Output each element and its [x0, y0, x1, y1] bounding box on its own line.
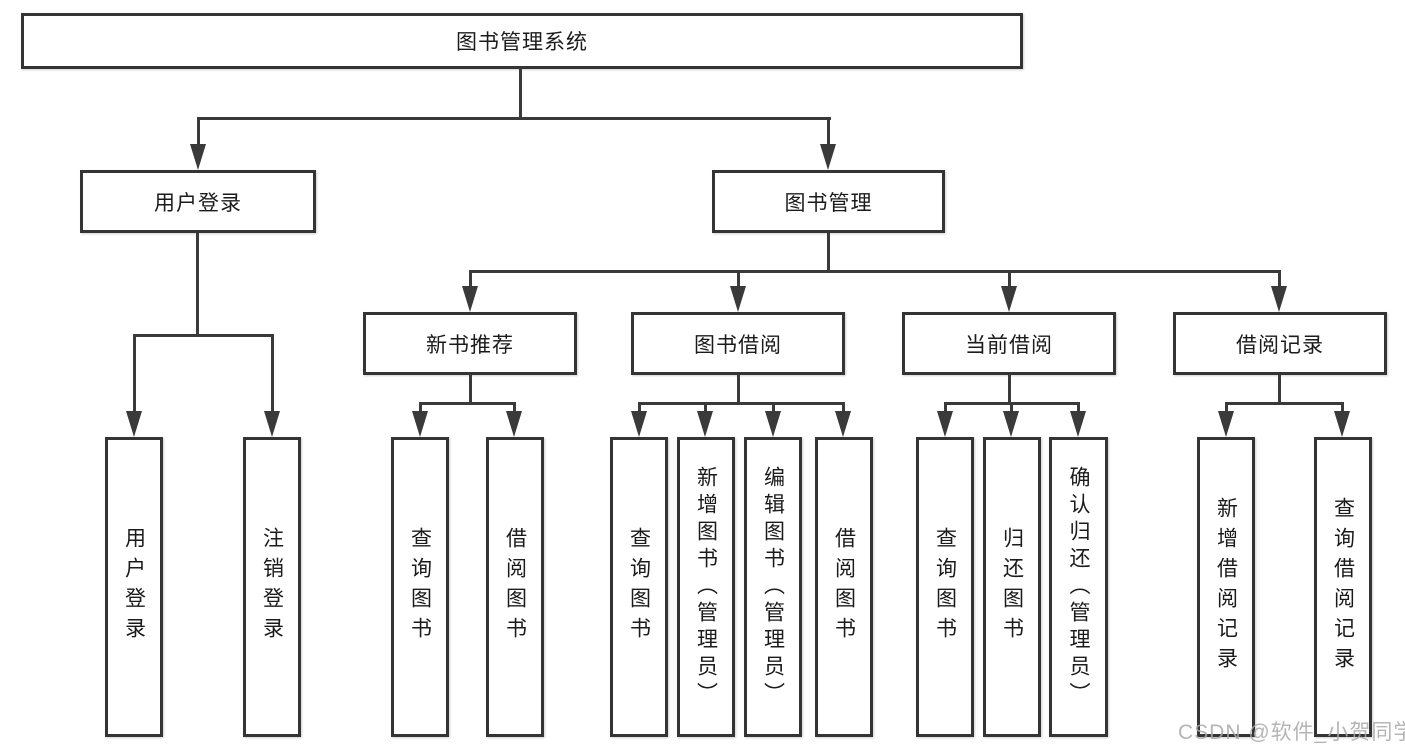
connector-leaf-stem — [944, 402, 947, 412]
connector-book-mgmt-stem — [827, 117, 830, 145]
leaf-br-add-record: 新增借阅记录 — [1197, 437, 1255, 737]
node-borrow-records-label: 借阅记录 — [1236, 333, 1324, 357]
node-user-login-label: 用户登录 — [154, 191, 242, 215]
leaf-nbr-query-books-label: 查询图书 — [408, 527, 432, 647]
connector-nbr-rail — [419, 402, 516, 405]
node-current-borrow: 当前借阅 — [902, 312, 1116, 375]
node-book-borrow: 图书借阅 — [631, 312, 845, 375]
arrow-down-icon — [1271, 286, 1287, 312]
connector-l3-stem — [1278, 270, 1281, 287]
leaf-cb-query-books-label: 查询图书 — [933, 527, 957, 647]
arrow-down-icon — [937, 411, 953, 437]
leaf-nbr-borrow-books: 借阅图书 — [486, 437, 544, 737]
leaf-user-login-label: 用户登录 — [122, 527, 146, 647]
connector-leaf-stem — [842, 402, 845, 412]
node-current-borrow-label: 当前借阅 — [965, 333, 1053, 357]
leaf-br-query-record: 查询借阅记录 — [1314, 437, 1372, 737]
arrow-down-icon — [835, 411, 851, 437]
arrow-down-icon — [820, 144, 836, 170]
arrow-down-icon — [1334, 411, 1350, 437]
connector-leaf-stem — [271, 334, 274, 411]
arrow-down-icon — [730, 286, 746, 312]
connector-leaf-stem — [638, 402, 641, 412]
arrow-down-icon — [126, 411, 142, 437]
connector-book-mgmt-rail — [469, 270, 1281, 273]
leaf-logout: 注销登录 — [243, 437, 301, 737]
leaf-bb-add-book-admin: 新增图书（管理员） — [677, 437, 735, 737]
arrow-down-icon — [1003, 411, 1019, 437]
connector-user-login-stem — [197, 117, 200, 145]
connector-bb-rail — [638, 402, 845, 405]
connector-l3-stem — [1008, 270, 1011, 287]
node-new-book-recommend: 新书推荐 — [363, 312, 577, 375]
connector-leaf-stem — [1341, 402, 1344, 412]
connector-leaf-stem — [133, 334, 136, 411]
leaf-logout-label: 注销登录 — [260, 527, 284, 647]
node-book-borrow-label: 图书借阅 — [694, 333, 782, 357]
connector-leaf-stem — [419, 402, 422, 412]
arrow-down-icon — [1218, 411, 1234, 437]
arrow-down-icon — [190, 144, 206, 170]
arrow-down-icon — [631, 411, 647, 437]
connector-nbr-down — [469, 375, 472, 405]
connector-leaf-stem — [1225, 402, 1228, 412]
connector-leaf-stem — [704, 402, 707, 412]
leaf-bb-borrow-books: 借阅图书 — [815, 437, 873, 737]
arrow-down-icon — [1001, 286, 1017, 312]
connector-root-stem — [519, 68, 522, 120]
leaf-nbr-borrow-books-label: 借阅图书 — [503, 527, 527, 647]
connector-br-rail — [1225, 402, 1344, 405]
connector-bb-down — [737, 375, 740, 405]
connector-user-login-rail — [133, 334, 274, 337]
arrow-down-icon — [462, 286, 478, 312]
node-root-label: 图书管理系统 — [456, 31, 588, 54]
arrow-down-icon — [765, 411, 781, 437]
connector-leaf-stem — [513, 402, 516, 412]
leaf-cb-return-books: 归还图书 — [983, 437, 1041, 737]
leaf-cb-return-books-label: 归还图书 — [1000, 527, 1024, 647]
leaf-bb-query-books-label: 查询图书 — [627, 527, 651, 647]
connector-root-rail — [197, 117, 831, 120]
connector-user-login-down — [196, 233, 199, 337]
leaf-bb-add-book-admin-label: 新增图书（管理员） — [694, 465, 718, 709]
node-borrow-records: 借阅记录 — [1173, 312, 1387, 375]
leaf-bb-borrow-books-label: 借阅图书 — [832, 527, 856, 647]
node-user-login: 用户登录 — [80, 170, 316, 233]
connector-leaf-stem — [1010, 402, 1013, 412]
arrow-down-icon — [1070, 411, 1086, 437]
connector-l3-stem — [737, 270, 740, 287]
connector-book-mgmt-down — [827, 233, 830, 271]
leaf-cb-query-books: 查询图书 — [916, 437, 974, 737]
connector-br-down — [1278, 375, 1281, 405]
arrow-down-icon — [697, 411, 713, 437]
leaf-cb-confirm-return-admin-label: 确认归还（管理员） — [1067, 465, 1090, 709]
leaf-user-login: 用户登录 — [105, 437, 163, 737]
connector-l3-stem — [469, 270, 472, 287]
leaf-nbr-query-books: 查询图书 — [391, 437, 449, 737]
arrow-down-icon — [412, 411, 428, 437]
node-root: 图书管理系统 — [21, 13, 1023, 69]
leaf-bb-edit-book-admin-label: 编辑图书（管理员） — [761, 465, 785, 709]
leaf-br-add-record-label: 新增借阅记录 — [1214, 497, 1238, 677]
node-book-management-label: 图书管理 — [784, 191, 873, 215]
connector-leaf-stem — [1077, 402, 1080, 412]
csdn-watermark: CSDN @软件_小贺同学 — [1178, 721, 1405, 744]
node-new-book-recommend-label: 新书推荐 — [426, 333, 514, 357]
leaf-br-query-record-label: 查询借阅记录 — [1331, 497, 1355, 677]
leaf-bb-edit-book-admin: 编辑图书（管理员） — [744, 437, 802, 737]
connector-cb-down — [1008, 375, 1011, 405]
node-book-management: 图书管理 — [712, 170, 945, 233]
connector-leaf-stem — [772, 402, 775, 412]
leaf-bb-query-books: 查询图书 — [610, 437, 668, 737]
arrow-down-icon — [264, 411, 280, 437]
leaf-cb-confirm-return-admin: 确认归还（管理员） — [1049, 437, 1108, 737]
arrow-down-icon — [506, 411, 522, 437]
